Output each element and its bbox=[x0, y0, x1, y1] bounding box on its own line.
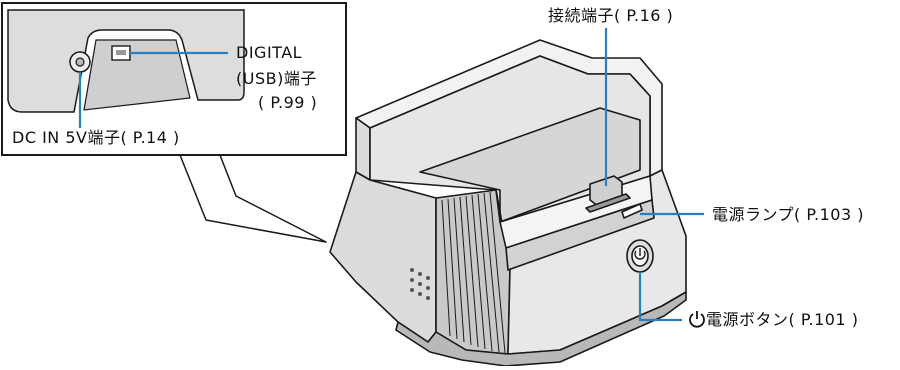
dc-in-jack-pin bbox=[75, 57, 85, 67]
speaker-holes bbox=[410, 268, 430, 300]
cradle-ribs bbox=[441, 191, 506, 354]
callout-lines bbox=[604, 28, 704, 322]
cradle-base bbox=[395, 291, 687, 367]
power-button-label-text: 電源ボタン( P.101 ) bbox=[706, 310, 859, 329]
usb-port-inner bbox=[116, 50, 126, 55]
dc-in-label: DC IN 5V端子( P.14 ) bbox=[12, 128, 180, 147]
connector-label: 接続端子( P.16 ) bbox=[548, 6, 674, 25]
power-lamp bbox=[621, 203, 643, 219]
cradle-left-side bbox=[329, 171, 437, 343]
power-icon bbox=[689, 311, 705, 328]
digital-usb-label-line1: DIGITAL bbox=[236, 43, 303, 62]
inset-device-inner bbox=[83, 39, 191, 111]
inset-device-back bbox=[7, 9, 245, 113]
power-button-label: 電源ボタン( P.101 ) bbox=[688, 310, 858, 329]
cradle bbox=[329, 39, 687, 367]
power-lamp-label: 電源ランプ( P.103 ) bbox=[712, 205, 864, 224]
power-button-icon bbox=[634, 250, 646, 260]
cradle-cavity-floor bbox=[419, 107, 641, 223]
inset-closeup bbox=[1, 2, 347, 243]
digital-usb-label-line2: (USB)端子 bbox=[236, 69, 317, 88]
digital-usb-label-line3: ( P.99 ) bbox=[258, 93, 318, 112]
power-button-callout-line bbox=[638, 272, 682, 322]
cradle-front-step bbox=[505, 199, 655, 271]
cradle-top-rim bbox=[355, 117, 371, 181]
inset-pointer bbox=[177, 149, 327, 243]
docking-connector-base bbox=[585, 193, 631, 213]
inset-callouts bbox=[78, 51, 228, 128]
